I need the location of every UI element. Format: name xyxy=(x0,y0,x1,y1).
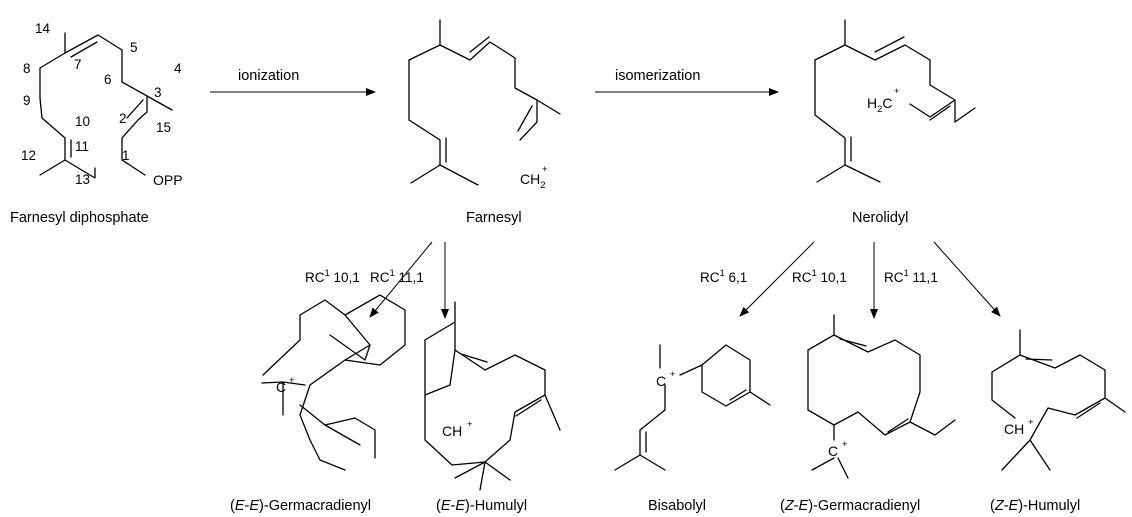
ee-germ-c-label: C xyxy=(276,379,286,395)
ionization-label: ionization xyxy=(238,68,299,84)
ze-humulyl-structure xyxy=(991,329,1126,471)
bisabolyl-name: Bisabolyl xyxy=(648,498,706,514)
carbon-number: 13 xyxy=(75,172,90,187)
rc-label-11-1-left: RC1 11,1 xyxy=(370,268,424,285)
carbon-number: 15 xyxy=(156,120,171,135)
ee-germacradienyl-structure xyxy=(262,294,406,471)
ee-hum-charge: + xyxy=(467,419,473,430)
carbon-number: 8 xyxy=(23,61,31,76)
fpp-name: Farnesyl diphosphate xyxy=(10,210,149,226)
arrow-ze-humulyl xyxy=(933,241,1001,317)
carbon-number: 1 xyxy=(122,148,130,163)
carbon-number: 10 xyxy=(75,114,90,129)
ze-hum-charge: + xyxy=(1028,417,1034,428)
carbon-number: 11 xyxy=(75,139,89,154)
fpp-opp-label: OPP xyxy=(153,172,183,188)
ee-germ-charge: + xyxy=(289,375,295,386)
carbon-number: 6 xyxy=(104,72,112,87)
ee-hum-ch-label: CH xyxy=(442,423,462,439)
carbon-number: 4 xyxy=(174,61,182,76)
carbon-number: 3 xyxy=(154,85,162,100)
ee-humulyl-name: (E-E)-Humulyl xyxy=(436,498,527,514)
rc-label-10-1-right: RC1 10,1 xyxy=(792,268,847,285)
carbon-number: 2 xyxy=(119,111,127,126)
ze-germ-c-label: C xyxy=(828,443,838,459)
nerolidyl-name: Nerolidyl xyxy=(852,210,908,226)
nerolidyl-h2c-label: H2C xyxy=(867,95,893,115)
carbon-number: 12 xyxy=(21,148,36,163)
rc-label-11-1-right: RC1 11,1 xyxy=(884,268,938,285)
ze-germacradienyl-name: (Z-E)-Germacradienyl xyxy=(780,498,920,514)
farnesyl-structure xyxy=(408,19,561,186)
rc-label-6-1: RC1 6,1 xyxy=(700,268,747,285)
carbon-number: 9 xyxy=(23,93,31,108)
carbon-number: 5 xyxy=(130,40,138,55)
nerolidyl-structure xyxy=(814,19,976,183)
ee-germacradienyl-name: (E-E)-Germacradienyl xyxy=(230,498,371,514)
bisabolyl-c-label: C xyxy=(656,373,666,389)
ee-humulyl-structure xyxy=(424,321,561,491)
fpp-carbon-numbers: 1 2 3 4 5 6 7 8 9 10 11 12 13 14 15 xyxy=(21,21,182,187)
bisabolyl-structure xyxy=(614,344,771,471)
arrow-bisabolyl xyxy=(739,241,815,317)
isomerization-label: isomerization xyxy=(615,68,700,84)
arrow-ee-germacradienyl xyxy=(369,241,433,318)
ee-germacradienyl-ring xyxy=(261,334,376,459)
ee-humulyl-frame xyxy=(424,301,511,481)
rc-label-10-1-left: RC1 10,1 xyxy=(305,268,360,285)
farnesyl-cation-charge: + xyxy=(542,164,548,175)
carbon-number: 14 xyxy=(35,21,51,36)
nerolidyl-cation-charge: + xyxy=(894,86,900,97)
ze-germ-charge: + xyxy=(842,439,848,450)
ze-germacradienyl-structure xyxy=(807,314,956,479)
farnesyl-name: Farnesyl xyxy=(466,210,522,226)
carbon-number: 7 xyxy=(74,57,82,72)
farnesyl-ch2-label: CH2 xyxy=(520,171,546,191)
ze-humulyl-name: (Z-E)-Humulyl xyxy=(990,498,1080,514)
fpp-structure xyxy=(39,32,173,179)
ze-hum-ch-label: CH xyxy=(1004,421,1024,437)
bisabolyl-charge: + xyxy=(670,369,676,380)
